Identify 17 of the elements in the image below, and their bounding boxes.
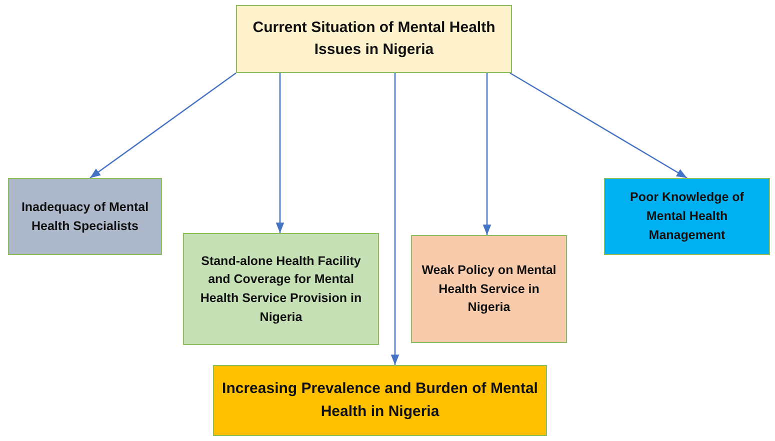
topic-box bbox=[183, 233, 379, 345]
box-text: Poor Knowledge of Mental Health Management bbox=[629, 189, 745, 244]
arrow bbox=[482, 73, 492, 235]
arrow bbox=[390, 73, 400, 365]
arrow bbox=[276, 73, 284, 233]
box-text: Weak Policy on Mental Health Service in Nigeria bbox=[420, 262, 558, 316]
arrow bbox=[510, 72, 688, 179]
arrow bbox=[90, 72, 236, 179]
topic-box bbox=[604, 178, 770, 255]
topic-box bbox=[411, 235, 567, 343]
topic-box bbox=[236, 5, 512, 73]
topic-box bbox=[213, 365, 547, 436]
box-text: Inadequacy of Mental Health Specialists bbox=[20, 198, 150, 235]
box-text: Stand-alone Health Facility and Coverage for Mental Health Service Provision in Nigeria bbox=[199, 252, 363, 326]
topic-box bbox=[8, 178, 162, 255]
box-text: Current Situation of Mental Health Issues in Nigeria bbox=[252, 18, 496, 60]
box-text: Increasing Prevalence and Burden of Mental Health in Nigeria bbox=[222, 379, 538, 422]
